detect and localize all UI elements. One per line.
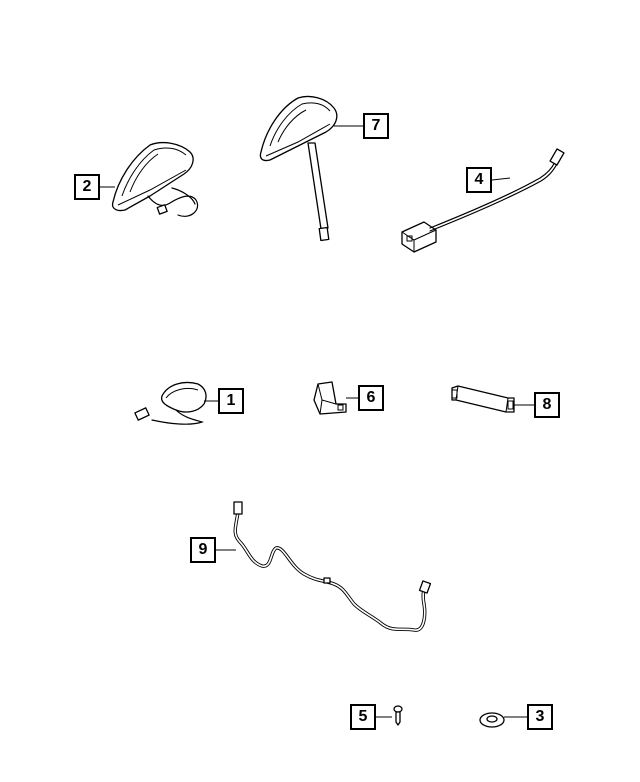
part-1-antenna-pad [134,381,207,425]
part-9-harness [233,501,432,632]
part-5-screw [393,705,403,726]
callout-1: 1 [218,388,244,414]
part-2-antenna-base [111,141,199,217]
part-6-bracket [313,381,347,415]
part-8-module [451,385,515,413]
callout-8: 8 [534,392,560,418]
callout-9: 9 [190,537,216,563]
callout-6: 6 [358,385,384,411]
callout-4: 4 [466,167,492,193]
callout-7: 7 [363,113,389,139]
part-4-module-cable [401,148,565,253]
callout-3: 3 [527,704,553,730]
part-7-antenna-mast [259,95,338,242]
part-3-grommet [479,712,505,728]
callout-5: 5 [350,704,376,730]
callout-2: 2 [74,174,100,200]
